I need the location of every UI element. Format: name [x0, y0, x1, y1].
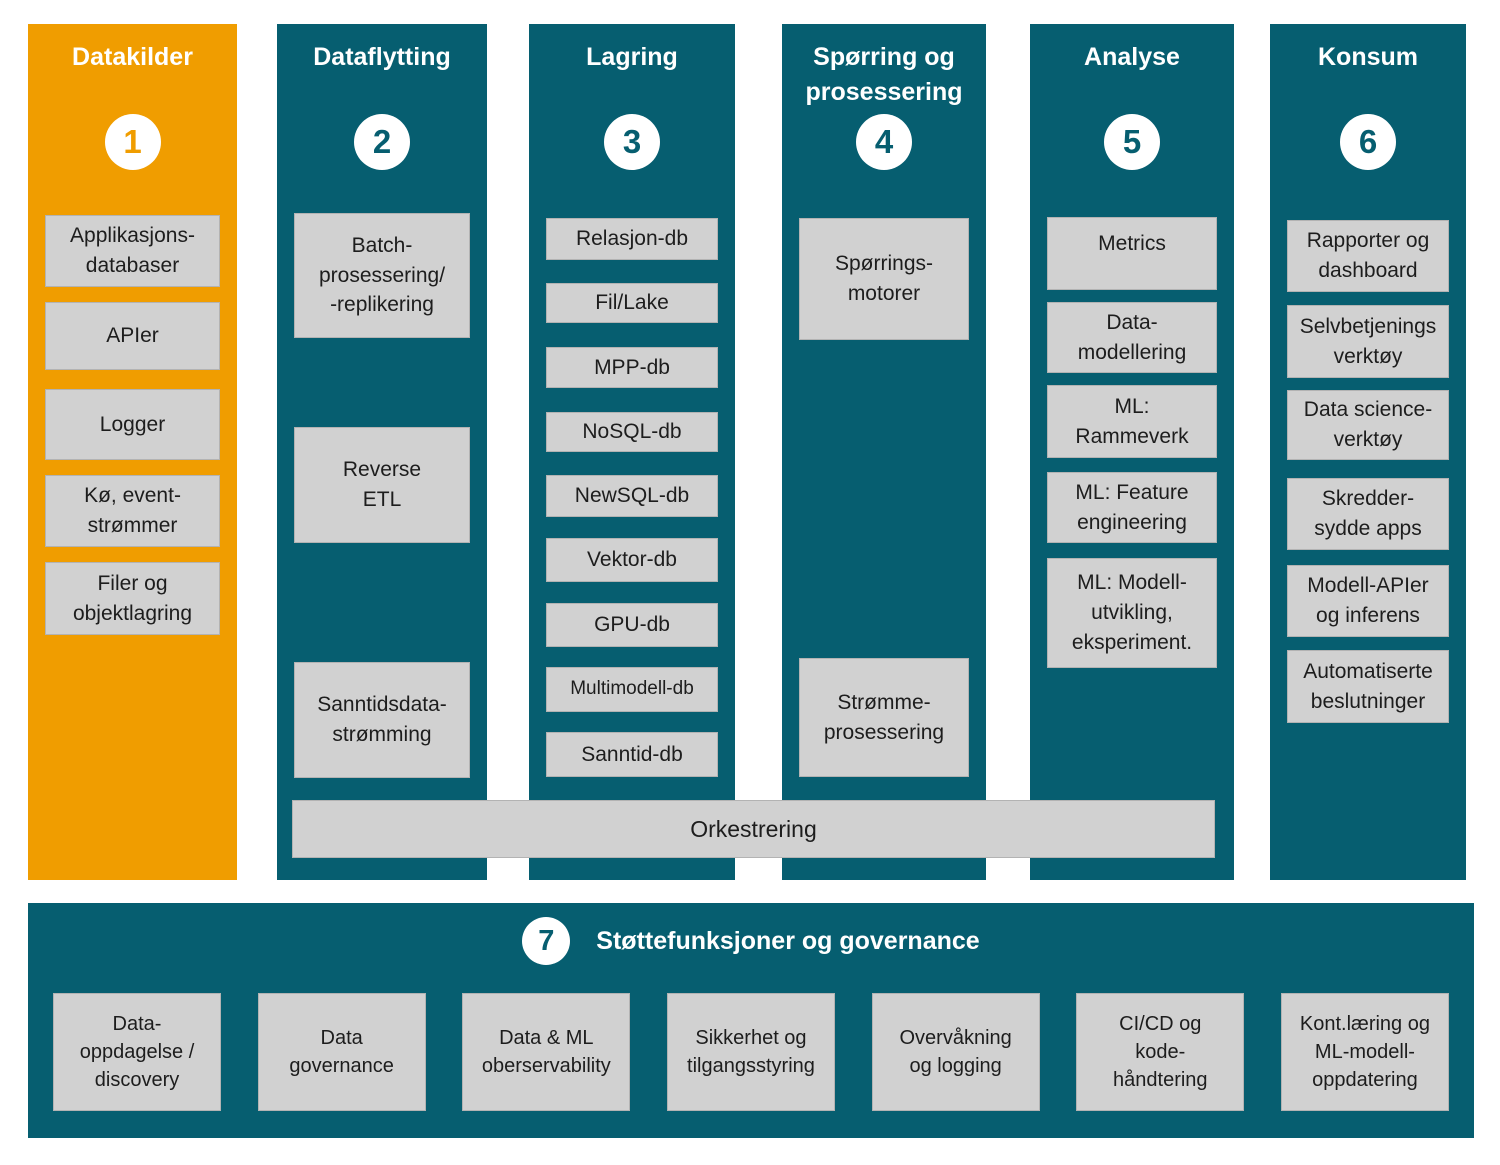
box-dataoppdagelse-discovery: Data- oppdagelse / discovery	[53, 993, 221, 1111]
box-multimodell-db: Multimodell-db	[546, 667, 718, 712]
box-rapporter-dashboard: Rapporter og dashboard	[1287, 220, 1449, 292]
column-title: Lagring	[586, 43, 678, 71]
step-number: 2	[372, 123, 392, 160]
box-modell-apier-inferens: Modell-APIer og inferens	[1287, 565, 1449, 637]
box-data-ml-observability: Data & ML oberservability	[462, 993, 631, 1111]
box-newsql-db: NewSQL-db	[546, 475, 718, 517]
box-applikasjonsdatabaser: Applikasjons- databaser	[45, 215, 220, 287]
box-sporringsmotorer: Spørrings- motorer	[799, 218, 969, 340]
box-sikkerhet-tilgangsstyring: Sikkerhet og tilgangsstyring	[666, 993, 835, 1111]
governance-band: 7 Støttefunksjoner og governance Data- o…	[28, 903, 1474, 1138]
step-number-badge: 3	[604, 114, 660, 170]
column-title: Datakilder	[72, 43, 193, 71]
box-overvakning-logging: Overvåkning og logging	[871, 993, 1040, 1111]
box-ko-eventstrommer: Kø, event- strømmer	[45, 475, 220, 547]
column-dataflytting: Dataflytting 2 Batch- prosessering/ -rep…	[277, 24, 487, 880]
step-number-badge: 5	[1104, 114, 1160, 170]
box-cicd-kodehandtering: CI/CD og kode- håndtering	[1076, 993, 1245, 1111]
step-number: 5	[1122, 123, 1142, 160]
box-gpu-db: GPU-db	[546, 603, 718, 647]
box-strommeprosessering: Strømme- prosessering	[799, 658, 969, 777]
box-vektor-db: Vektor-db	[546, 538, 718, 582]
box-data-governance: Data governance	[257, 993, 426, 1111]
box-ml-feature-engineering: ML: Feature engineering	[1047, 472, 1217, 543]
box-ml-rammeverk: ML: Rammeverk	[1047, 385, 1217, 458]
box-automatiserte-beslutninger: Automatiserte beslutninger	[1287, 650, 1449, 723]
column-datakilder: Datakilder 1 Applikasjons- databaser API…	[28, 24, 237, 880]
step-number: 7	[538, 924, 555, 957]
column-title: Analyse	[1084, 43, 1180, 71]
box-filer-objektlagring: Filer og objektlagring	[45, 562, 220, 635]
column-sporring-prosessering: Spørring og prosessering 4 Spørrings- mo…	[782, 24, 986, 880]
step-number: 6	[1358, 123, 1378, 160]
box-datascience-verktoy: Data science- verktøy	[1287, 390, 1449, 460]
box-ml-modellutvikling: ML: Modell- utvikling, eksperiment.	[1047, 558, 1217, 668]
box-selvbetjeningsverktoy: Selvbetjenings verktøy	[1287, 305, 1449, 378]
box-mpp-db: MPP-db	[546, 347, 718, 388]
box-sanntidsdatastromming: Sanntidsdata- strømming	[294, 662, 470, 778]
step-number-badge: 7	[522, 917, 571, 965]
step-number-badge: 4	[856, 114, 912, 170]
column-title: Dataflytting	[313, 43, 451, 71]
box-skreddersydde-apps: Skredder- sydde apps	[1287, 478, 1449, 550]
box-logger: Logger	[45, 389, 220, 460]
step-number-badge: 1	[104, 114, 161, 170]
step-number: 3	[622, 123, 642, 160]
orchestration-bar: Orkestrering	[292, 800, 1215, 858]
column-analyse: Analyse 5 Metrics Data- modellering ML: …	[1030, 24, 1234, 880]
box-reverse-etl: Reverse ETL	[294, 427, 470, 543]
column-lagring: Lagring 3 Relasjon-db Fil/Lake MPP-db No…	[529, 24, 735, 880]
step-number: 1	[123, 123, 142, 160]
governance-boxes-row: Data- oppdagelse / discovery Data govern…	[53, 993, 1449, 1111]
column-konsum: Konsum 6 Rapporter og dashboard Selvbetj…	[1270, 24, 1466, 880]
step-number-badge: 6	[1340, 114, 1396, 170]
step-number: 4	[874, 123, 894, 160]
box-metrics: Metrics	[1047, 217, 1217, 290]
box-nosql-db: NoSQL-db	[546, 412, 718, 452]
column-title: Konsum	[1318, 43, 1418, 71]
box-datamodellering: Data- modellering	[1047, 302, 1217, 373]
box-apier: APIer	[45, 302, 220, 370]
governance-title: Støttefunksjoner og governance	[596, 926, 980, 955]
governance-header: 7 Støttefunksjoner og governance	[28, 917, 1474, 965]
box-fil-lake: Fil/Lake	[546, 283, 718, 323]
column-title: Spørring og prosessering	[805, 43, 963, 106]
step-number-badge: 2	[354, 114, 410, 170]
box-batchprosessering: Batch- prosessering/ -replikering	[294, 213, 470, 338]
box-kontlaering-mlmodell: Kont.læring og ML-modell- oppdatering	[1280, 993, 1449, 1111]
box-relasjon-db: Relasjon-db	[546, 218, 718, 260]
box-sanntid-db: Sanntid-db	[546, 732, 718, 777]
